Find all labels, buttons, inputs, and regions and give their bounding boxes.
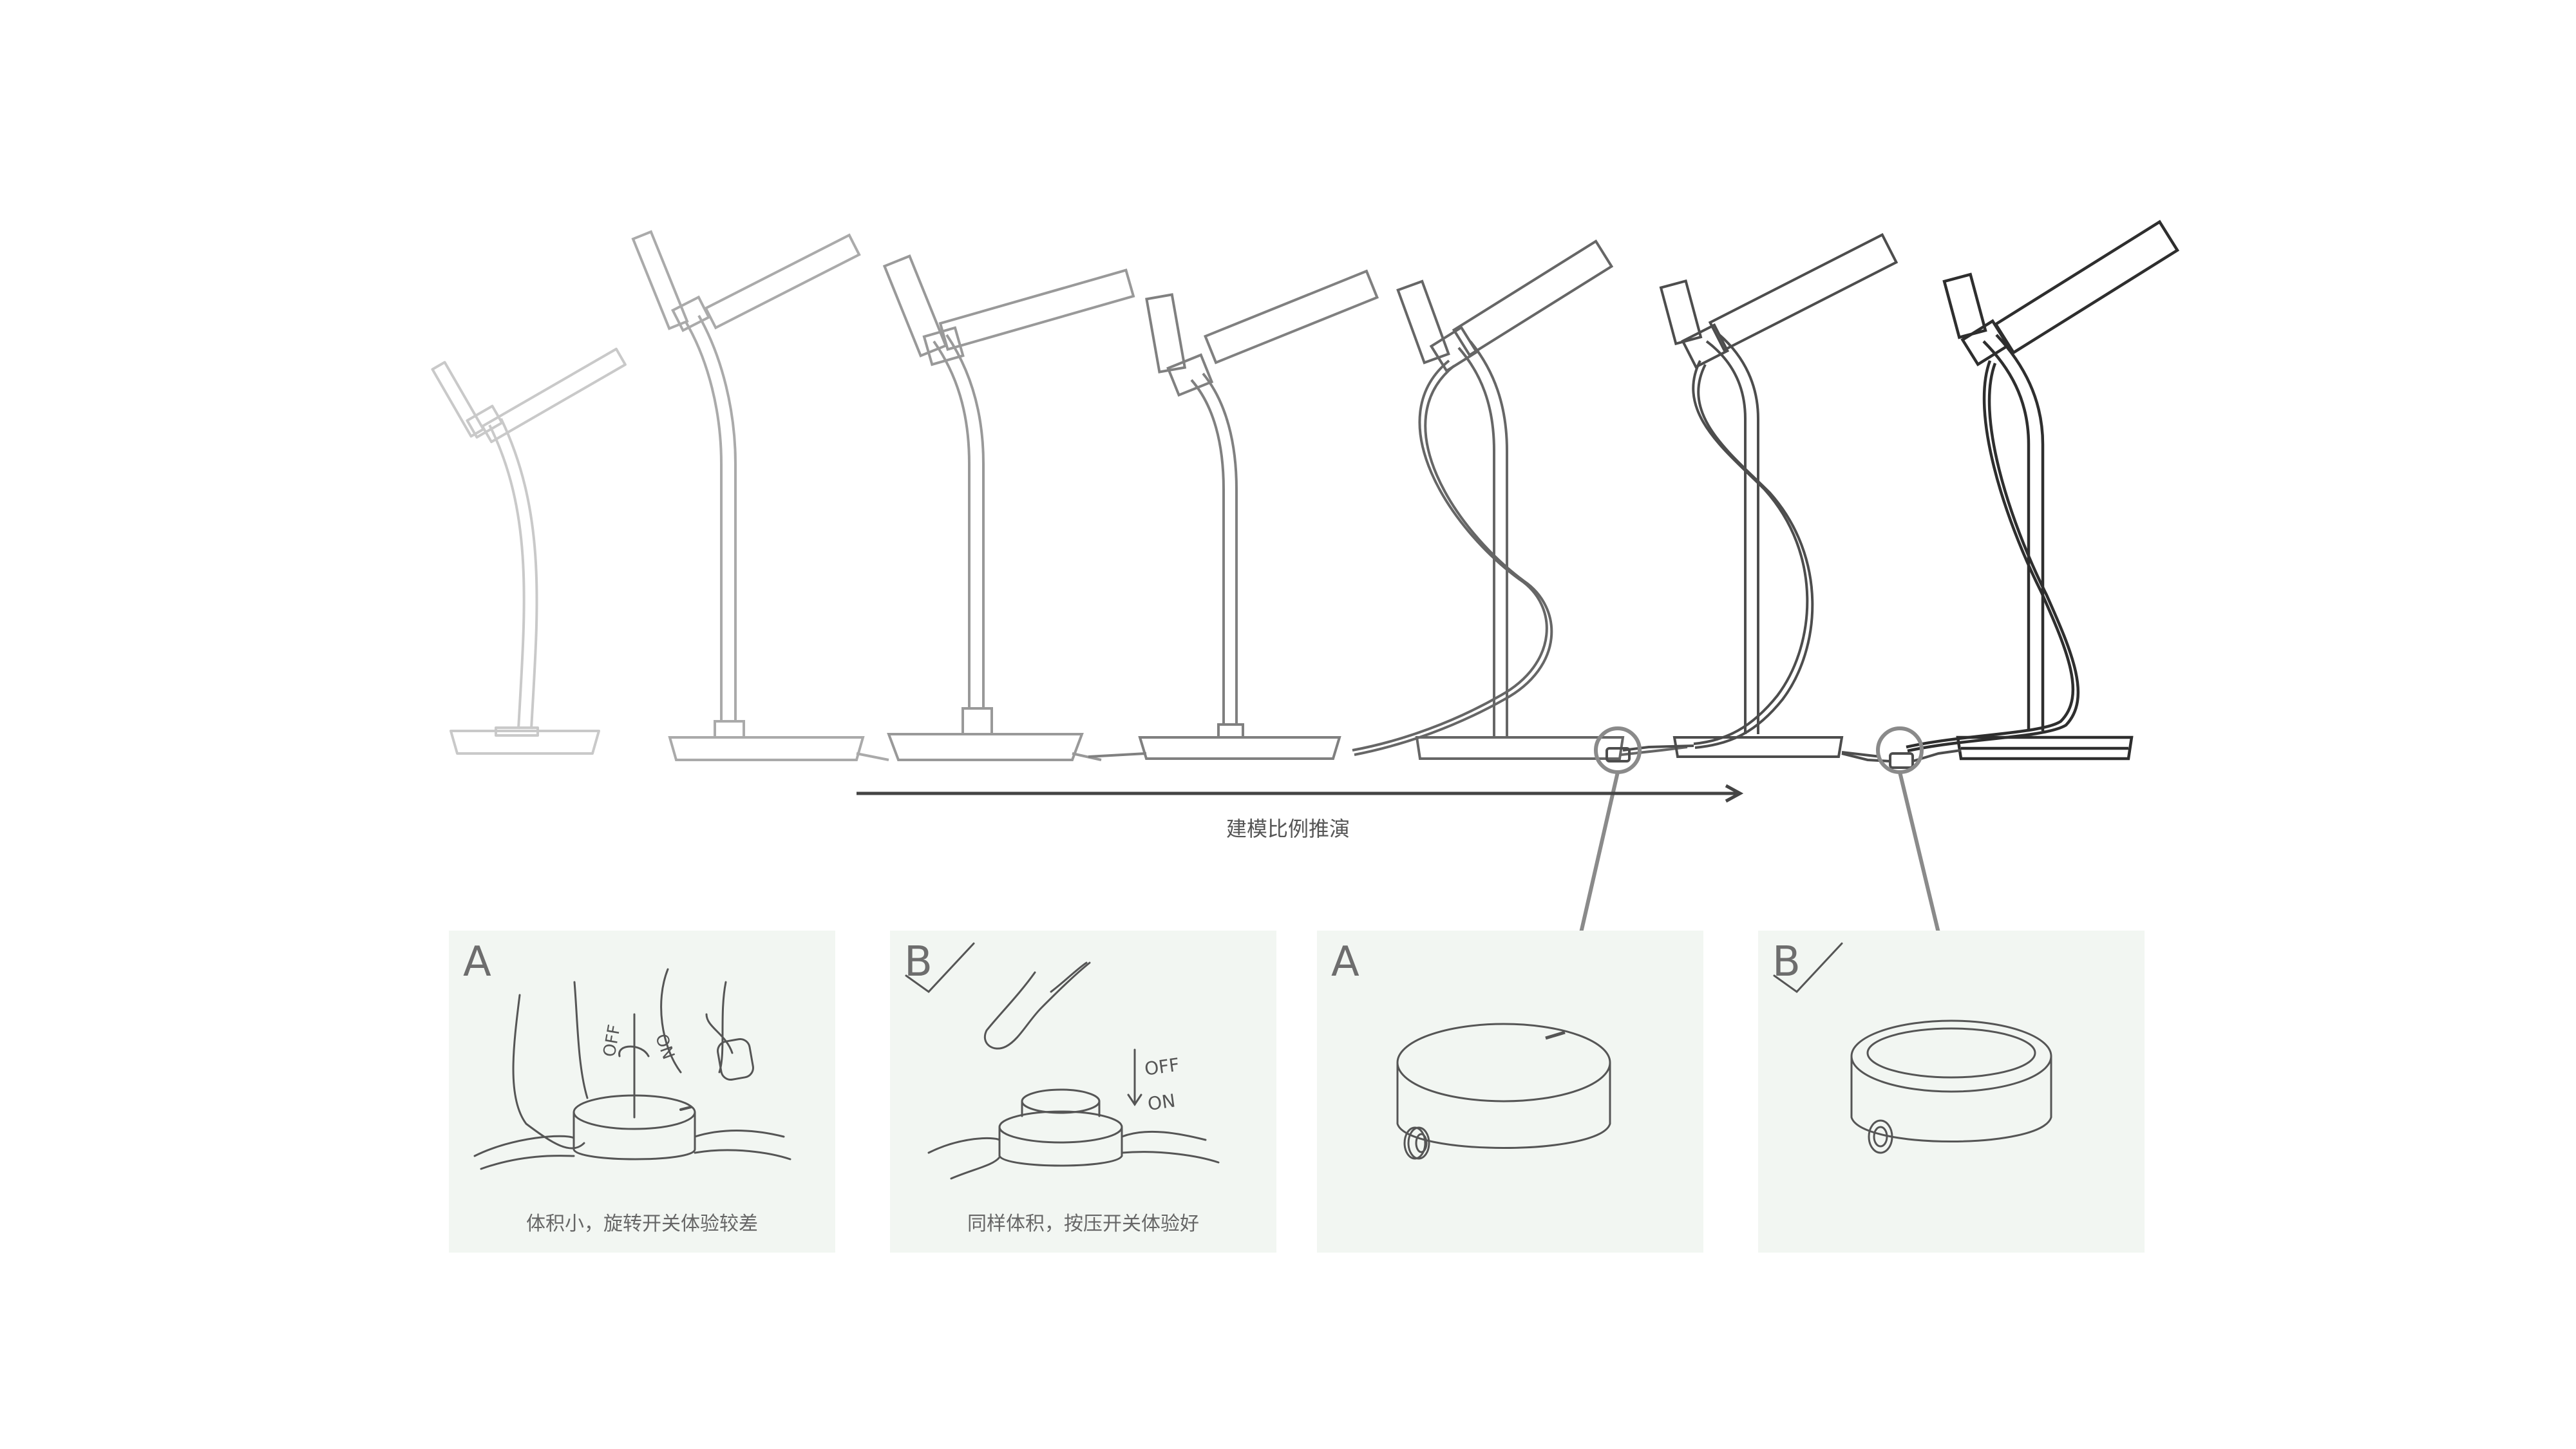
panel-caption: 同样体积，按压开关体验好 bbox=[967, 1213, 1199, 1235]
lamp-stage-7 bbox=[1906, 220, 2180, 761]
panel-push-render: B bbox=[1758, 931, 2145, 1253]
rotary-knob-drawing bbox=[1396, 1023, 1611, 1160]
lamp-stage-2 bbox=[631, 230, 889, 761]
panel-letter: B bbox=[1772, 938, 1801, 986]
push-switch-sketch: OFF ON bbox=[905, 942, 1220, 1180]
evolution-arrow bbox=[857, 784, 1744, 803]
panel-caption: 体积小，旋转开关体验较差 bbox=[526, 1213, 758, 1235]
lamp-stage-1 bbox=[431, 347, 627, 755]
off-label: OFF bbox=[600, 1023, 625, 1059]
push-button-drawing bbox=[1773, 942, 2052, 1154]
rotary-switch-sketch: OFF ON bbox=[473, 968, 791, 1170]
callout-b bbox=[1876, 726, 1940, 933]
panel-letter: A bbox=[1331, 938, 1359, 986]
on-label: ON bbox=[651, 1031, 678, 1062]
panel-letter: A bbox=[463, 938, 491, 986]
lamp-stage-4 bbox=[1088, 269, 1379, 760]
lamp-stage-6 bbox=[1622, 232, 1899, 758]
evolution-label: 建模比例推演 bbox=[1226, 817, 1350, 841]
cable-switch-b bbox=[1841, 749, 1962, 769]
on-label: ON bbox=[1146, 1090, 1177, 1115]
panel-rotary-sketch: OFF ON A 体积小，旋转开关体验较差 bbox=[449, 931, 835, 1253]
lamp-stage-3 bbox=[882, 254, 1135, 761]
panel-push-sketch: OFF ON B 同样体积，按压开关体验好 bbox=[890, 931, 1276, 1253]
panel-letter: B bbox=[904, 938, 933, 986]
off-label: OFF bbox=[1143, 1054, 1180, 1079]
cable-switch-a bbox=[1605, 747, 1631, 762]
lamp-stage-5 bbox=[1352, 239, 1688, 760]
panel-rotary-render: A bbox=[1317, 931, 1703, 1253]
callout-a bbox=[1579, 726, 1642, 933]
